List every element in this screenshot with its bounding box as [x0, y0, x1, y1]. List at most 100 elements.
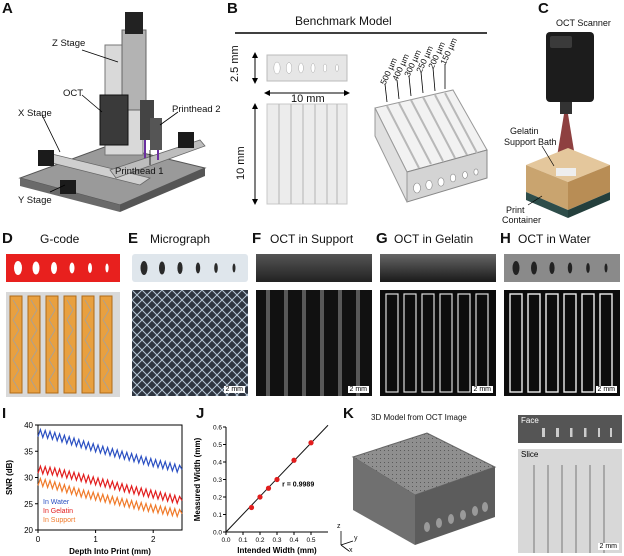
panel-g: G OCT in Gelatin 2 mm — [376, 230, 500, 400]
data-point — [291, 457, 297, 463]
scale-bar: 2 mm — [347, 386, 369, 393]
y-tick-label: 40 — [24, 421, 33, 430]
y-tick-label: 0.0 — [213, 530, 222, 537]
x-tick-label: 0.5 — [306, 537, 315, 544]
oct-top: 2 mm — [256, 290, 372, 396]
label-y-stage: Y Stage — [18, 195, 52, 206]
x-axis-label: Intended Width (mm) — [237, 546, 317, 555]
y-axis-label: Measured Width (mm) — [193, 437, 202, 521]
x-axis-label: Depth Into Print (mm) — [69, 547, 151, 556]
y-tick-label: 0.6 — [213, 425, 222, 432]
panel-h: H OCT in Water 2 mm — [500, 230, 624, 400]
label-oct: OCT — [63, 88, 84, 99]
benchmark-title: Benchmark Model — [295, 14, 392, 28]
data-point — [257, 494, 263, 500]
panel-letter: I — [2, 405, 7, 422]
axis-z: z — [337, 523, 341, 530]
dim-width: 10 mm — [291, 93, 325, 105]
x-tick-label: 0.1 — [238, 537, 247, 544]
data-point — [274, 476, 280, 483]
panel-letter: B — [227, 0, 238, 17]
panel-d: D G-code — [0, 230, 128, 400]
panel-title: 3D Model from OCT Image — [371, 413, 467, 422]
label-oct-scanner: OCT Scanner — [556, 18, 611, 28]
slice-label: Slice — [521, 450, 539, 459]
printer-illustration — [18, 12, 207, 212]
panel-title: Micrograph — [150, 232, 211, 246]
series-line-in-support — [37, 476, 183, 519]
label-printhead-1: Printhead 1 — [115, 166, 164, 177]
oct-face — [256, 254, 372, 282]
label-bath-line1: Gelatin — [510, 126, 539, 136]
y-tick-label: 0.1 — [213, 512, 222, 519]
oct-3d-model — [340, 432, 497, 552]
x-tick-label: 0.4 — [289, 537, 298, 544]
legend-entry: In Water — [43, 499, 70, 506]
y-tick-label: 35 — [24, 447, 33, 456]
panel-letter: J — [196, 405, 205, 422]
panel-c: C OCT Scanner Gelatin Support Bath Print… — [498, 0, 624, 225]
label-bath-line2: Support Bath — [504, 137, 557, 147]
legend-entry: In Gelatin — [43, 508, 73, 515]
axis-y: y — [354, 535, 358, 542]
oct-face — [380, 254, 496, 282]
panel-letter: A — [2, 0, 13, 17]
label-x-stage: X Stage — [18, 108, 52, 119]
scale-bar: 2 mm — [595, 386, 617, 393]
x-tick-label: 0 — [36, 535, 41, 544]
panel-letter: C — [538, 0, 549, 17]
data-point — [265, 485, 272, 491]
panel-letter: K — [343, 405, 354, 422]
data-point — [248, 504, 255, 511]
k-slice: Slice 2 mm — [518, 449, 622, 553]
series-line-in-gelatin — [37, 464, 183, 506]
face-label: Face — [521, 416, 539, 425]
panel-title: OCT in Gelatin — [394, 232, 474, 246]
panel-a: A Z Stage OCT X Stage Printhead 2 Y Stag… — [0, 0, 221, 212]
panel-letter: F — [252, 230, 262, 247]
x-tick-label: 1 — [93, 535, 98, 544]
y-tick-label: 20 — [24, 526, 33, 535]
panel-letter: H — [500, 230, 511, 247]
micrograph-top: 2 mm — [132, 290, 248, 396]
panel-b: B Benchmark Model — [225, 0, 495, 225]
panel-title: OCT in Water — [518, 232, 591, 246]
oct-top: 2 mm — [380, 290, 496, 396]
panel-k: K 3D Model from OCT Image z y x Face Sli… — [335, 405, 624, 556]
data-point — [308, 440, 314, 446]
legend-entry: In Support — [43, 517, 75, 524]
y-axis-label: SNR (dB) — [5, 460, 14, 495]
y-tick-label: 0.5 — [213, 442, 222, 449]
benchmark-diagram — [235, 32, 488, 205]
panel-letter: D — [2, 230, 13, 247]
panel-title: G-code — [40, 232, 80, 246]
label-z-stage: Z Stage — [52, 38, 86, 49]
micrograph-face — [132, 254, 248, 282]
x-tick-label: 2 — [151, 535, 156, 544]
panel-letter: E — [128, 230, 139, 247]
oct-top: 2 mm — [504, 290, 620, 396]
series-line-in-water — [37, 427, 183, 475]
r-annotation: r = 0.9989 — [282, 482, 314, 489]
scale-bar: 2 mm — [223, 386, 245, 393]
label-printhead-2: Printhead 2 — [172, 104, 221, 115]
label-container-line1: Print — [506, 205, 525, 215]
axis-x: x — [349, 547, 353, 554]
y-tick-label: 0.2 — [213, 495, 222, 502]
panel-e: E Micrograph 2 mm — [128, 230, 252, 400]
x-tick-label: 0.3 — [272, 537, 281, 544]
y-tick-label: 25 — [24, 500, 33, 509]
y-tick-label: 0.4 — [213, 460, 222, 467]
dim-length: 10 mm — [235, 146, 247, 180]
y-tick-label: 30 — [24, 474, 33, 483]
label-container-line2: Container — [502, 215, 542, 225]
panel-letter: G — [376, 230, 388, 247]
gcode-render — [6, 254, 120, 397]
dim-height: 2.5 mm — [229, 45, 241, 82]
y-tick-label: 0.3 — [213, 477, 222, 484]
scale-bar: 2 mm — [471, 386, 493, 393]
